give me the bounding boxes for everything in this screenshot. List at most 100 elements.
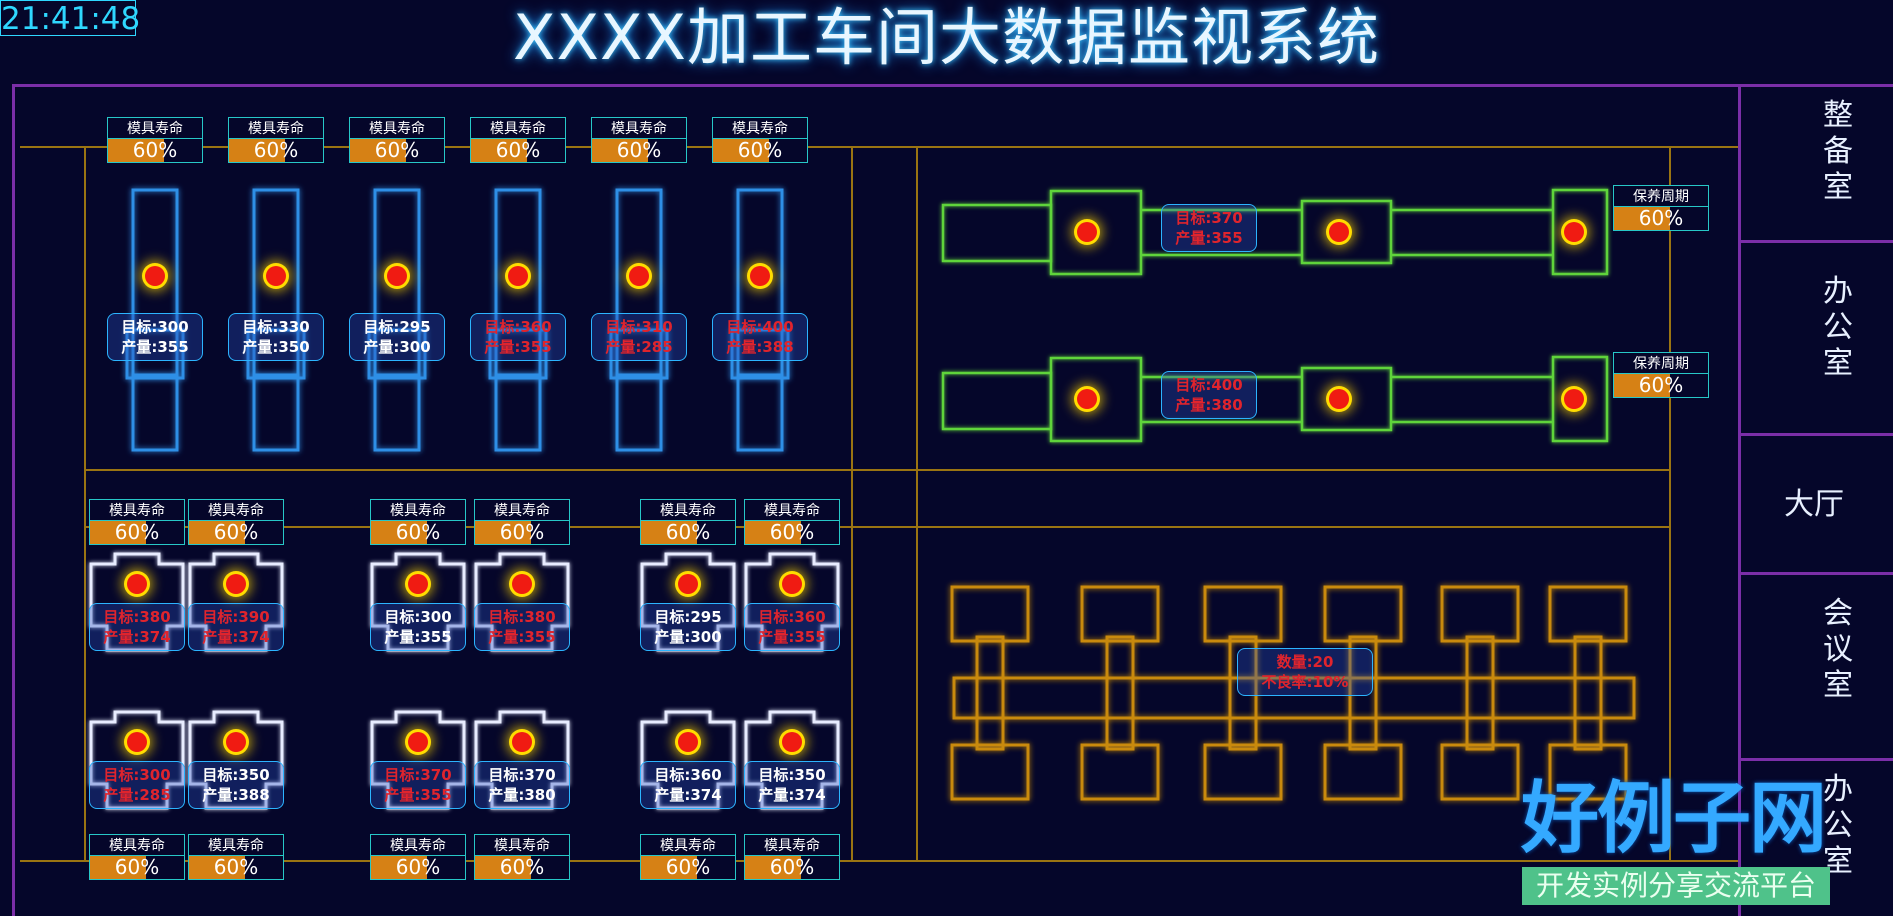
assembly-unit-bottom (1080, 743, 1160, 801)
press-tag-1-2-output: 产量:285 (103, 786, 171, 804)
mold-life-3-bar: 60% (349, 139, 445, 163)
assembly-unit-bottom (950, 743, 1030, 801)
room-meeting[interactable]: 会 议 室 (1788, 596, 1888, 704)
mold-life-3-percent: 60% (374, 138, 420, 162)
mold-life-1-bar: 60% (107, 139, 203, 163)
press-tag-2-1-output: 产量:374 (202, 628, 270, 646)
line-maint-2-percent: 60% (1638, 373, 1684, 397)
press-life-top-2-percent: 60% (213, 520, 259, 544)
room-hall[interactable]: 大厅 (1754, 487, 1874, 523)
mold-life-2-label: 模具寿命 (228, 117, 324, 139)
press-life-top-2-fill (189, 521, 246, 544)
mold-life-6-percent: 60% (737, 138, 783, 162)
mold-clamp (488, 328, 548, 380)
press-tag-1-1[interactable]: 目标:380 产量:374 (89, 603, 185, 651)
mold-life-1-percent: 60% (132, 138, 178, 162)
press-life-top-5-fill (641, 521, 698, 544)
line-2-station (1049, 356, 1143, 443)
floor-line (851, 146, 853, 860)
press-life-bottom-1-label: 模具寿命 (89, 834, 185, 856)
press-life-bottom-4-percent: 60% (499, 855, 545, 879)
press-life-top-6-bar: 60% (744, 521, 840, 545)
assembly-unit-top (1203, 585, 1283, 643)
assembly-unit-bottom (1203, 743, 1283, 801)
press-life-top-6-fill (745, 521, 802, 544)
press-tag-1-1-target: 目标:380 (103, 608, 171, 626)
press-life-bottom-4-label: 模具寿命 (474, 834, 570, 856)
press-tag-2-2-target: 目标:350 (202, 766, 270, 784)
press-life-top-6-percent: 60% (769, 520, 815, 544)
room-prep[interactable]: 整 备 室 (1788, 98, 1888, 206)
assembly-unit-top (1080, 585, 1160, 643)
press-status-dot (408, 732, 428, 752)
room-office-1[interactable]: 办 公 室 (1788, 274, 1888, 382)
press-status-dot (226, 574, 246, 594)
floor-line (1669, 146, 1671, 860)
line-status-dot (1329, 389, 1349, 409)
assembly-unit-stem (1348, 635, 1378, 751)
assembly-unit-stem (1573, 635, 1603, 751)
press-life-top-1-percent: 60% (114, 520, 160, 544)
press-tag-1-1-output: 产量:374 (103, 628, 171, 646)
mold-tag-3-output: 产量:300 (363, 338, 431, 356)
line-tag-2-target: 目标:400 (1175, 376, 1243, 394)
press-life-bottom-6-label: 模具寿命 (744, 834, 840, 856)
assembly-unit-bottom (1548, 743, 1628, 801)
press-life-bottom-1-percent: 60% (114, 855, 160, 879)
watermark-logo: 好例子网 (1521, 773, 1827, 864)
press-life-top-1-fill (90, 521, 147, 544)
assembly-unit-stem (975, 635, 1005, 751)
press-life-bottom-3-label: 模具寿命 (370, 834, 466, 856)
mold-clamp (730, 328, 790, 380)
press-life-bottom-3-bar: 60% (370, 856, 466, 880)
press-life-top-1-bar: 60% (89, 521, 185, 545)
floor-line (84, 526, 1671, 528)
mold-life-6-fill (713, 139, 770, 162)
assembly-tag[interactable]: 数量:20 不良率:10% (1237, 648, 1373, 696)
assembly-unit-top (1440, 585, 1520, 643)
mold-life-2-bar: 60% (228, 139, 324, 163)
mold-clamp (367, 328, 427, 380)
line-maint-1-bar: 60% (1613, 207, 1709, 231)
mold-body-lower (131, 373, 179, 452)
